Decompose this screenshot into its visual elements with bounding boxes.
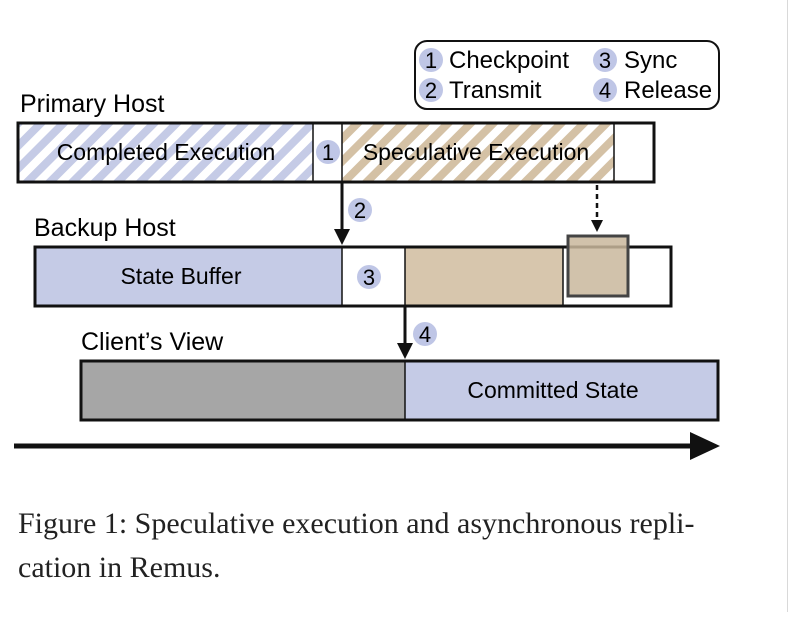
time-axis-arrow: [14, 432, 720, 460]
completed-execution-label: Completed Execution: [57, 139, 276, 165]
legend-num-3: 3: [599, 48, 611, 73]
transmit-arrow-head: [334, 229, 350, 245]
completed-execution-segment: [18, 123, 313, 182]
primary-host-bar: Completed Execution 1 Speculative Execut…: [16, 121, 656, 184]
incoming-checkpoint-block: [566, 234, 630, 298]
legend-label-transmit: Transmit: [449, 77, 542, 104]
transmit-badge-num: 2: [354, 198, 366, 223]
legend-label-sync: Sync: [624, 47, 677, 74]
legend-badge-1: [419, 48, 443, 72]
sync-badge-num: 3: [363, 265, 375, 290]
time-axis-head: [690, 432, 720, 460]
transmit-badge: [348, 198, 372, 222]
committed-state-label: Committed State: [467, 377, 638, 403]
pending-gray-segment: [81, 361, 405, 420]
state-buffer-segment: [35, 247, 342, 306]
legend: 1 Checkpoint 2 Transmit 3 Sync 4 Release: [414, 40, 720, 110]
caption-line-2: cation in Remus.: [18, 551, 221, 584]
speculative-transfer-arrow: [591, 185, 603, 232]
primary-host-frame: [16, 121, 656, 184]
backup-host-title: Backup Host: [34, 214, 176, 242]
legend-num-2: 2: [425, 78, 437, 103]
legend-num-4: 4: [599, 78, 611, 103]
legend-badge-4: [593, 78, 617, 102]
legend-num-1: 1: [425, 48, 437, 73]
client-view-frame: [79, 359, 720, 422]
committed-state-segment: [405, 361, 718, 420]
release-arrow: 4: [397, 307, 437, 359]
release-arrow-head: [397, 343, 413, 359]
backup-host-bar: State Buffer 3: [33, 234, 673, 308]
legend-badge-2: [419, 78, 443, 102]
legend-badge-3: [593, 48, 617, 72]
release-badge: [413, 322, 437, 346]
release-badge-num: 4: [419, 322, 431, 347]
checkpoint-badge: [316, 140, 340, 164]
client-view-bar: Committed State: [79, 359, 720, 422]
figure-caption: Figure 1: Speculative execution and asyn…: [18, 502, 770, 590]
primary-empty-segment: [614, 123, 654, 182]
dashed-arrow-head: [591, 220, 603, 232]
page-edge-rule: [787, 0, 788, 612]
primary-host-title: Primary Host: [20, 90, 165, 118]
legend-label-release: Release: [624, 77, 712, 104]
caption-line-1: Figure 1: Speculative execution and asyn…: [18, 507, 695, 540]
legend-label-checkpoint: Checkpoint: [449, 47, 569, 74]
received-speculative-segment: [405, 247, 563, 306]
checkpoint-badge-num: 1: [322, 140, 334, 165]
client-view-title: Client’s View: [81, 328, 224, 356]
sync-badge: [357, 265, 381, 289]
legend-frame: [414, 40, 720, 110]
transmit-arrow: 2: [334, 183, 372, 245]
backup-host-frame: [33, 245, 673, 308]
speculative-execution-segment: [342, 123, 614, 182]
state-buffer-label: State Buffer: [120, 263, 241, 289]
speculative-execution-label: Speculative Execution: [363, 139, 589, 165]
